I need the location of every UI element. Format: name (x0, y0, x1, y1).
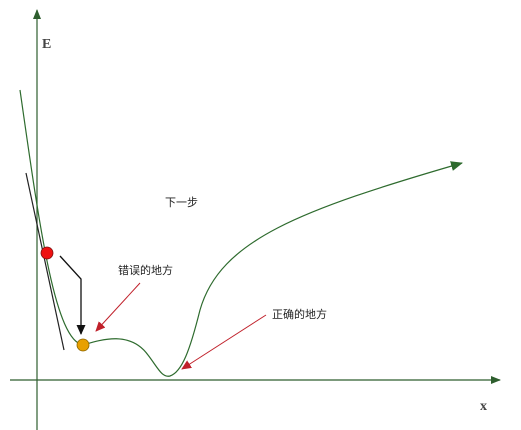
energy-curve (19, 89, 463, 377)
y-axis-label: E (42, 37, 51, 52)
x-axis-label: x (480, 399, 487, 414)
wrong-place-arrow (95, 282, 141, 332)
wrong-place-label: 错误的地方 (118, 263, 173, 277)
right-place-arrow (181, 314, 267, 370)
step-arrow (59, 255, 86, 335)
tangent-line (25, 172, 65, 351)
right-place-label: 正确的地方 (272, 307, 327, 321)
start-point-ball (40, 246, 54, 260)
next-step-label: 下一步 (165, 196, 198, 209)
next-point-ball (76, 338, 90, 352)
